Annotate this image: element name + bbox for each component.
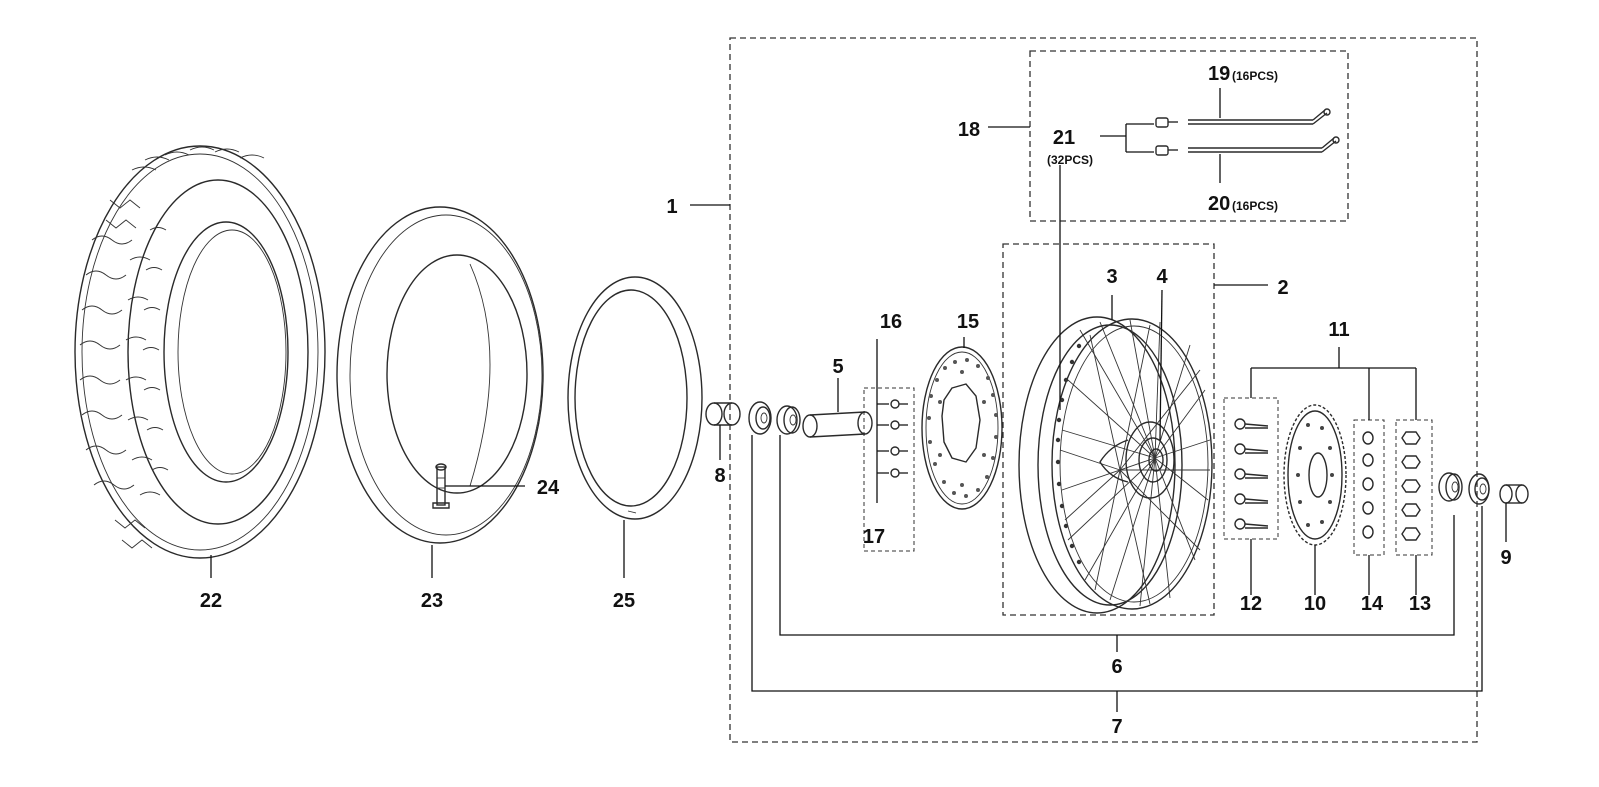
callout-14: 14 <box>1361 593 1384 615</box>
valve-stem-24 <box>432 463 450 509</box>
callout-2: 2 <box>1277 277 1288 299</box>
tire-22 <box>74 145 326 559</box>
callout-10: 10 <box>1304 593 1326 615</box>
rim-assembly-box-2 <box>1002 243 1215 616</box>
callout-24: 24 <box>537 477 560 499</box>
spoke-kit-19-20-21 <box>1155 108 1340 156</box>
callout-16: 16 <box>880 311 902 333</box>
callout-13: 13 <box>1409 593 1431 615</box>
rim-and-hub-3-4 <box>1018 316 1213 614</box>
nuts-14 <box>1362 431 1374 539</box>
oil-seal-left-7 <box>748 401 772 435</box>
screw-group-box-16-17 <box>863 387 915 552</box>
assembly-box-1 <box>729 37 1478 743</box>
callout-21: 21 <box>1053 127 1075 149</box>
nuts-13 <box>1401 431 1421 541</box>
callout-9: 9 <box>1500 547 1511 569</box>
nut-group-box-13 <box>1395 419 1433 556</box>
callout-11: 11 <box>1328 319 1349 341</box>
callout-18: 18 <box>958 119 980 141</box>
callout-3: 3 <box>1106 266 1117 288</box>
spoke-kit-box-18 <box>1029 50 1349 222</box>
disc-screws-16-17 <box>890 399 908 478</box>
spacer-9 <box>1499 484 1529 504</box>
bearing-right-6 <box>1438 472 1463 502</box>
quantity-20: (16PCS) <box>1232 199 1278 213</box>
callout-1: 1 <box>666 196 677 218</box>
rim-strip-25 <box>567 276 703 520</box>
brake-disc-15 <box>921 346 1003 510</box>
bolt-group-box-12 <box>1223 397 1279 540</box>
bearing-left-6 <box>776 405 801 435</box>
sprocket-10 <box>1283 404 1347 546</box>
callout-6: 6 <box>1111 656 1122 678</box>
callout-5: 5 <box>832 356 843 378</box>
sprocket-bolts-12 <box>1234 418 1269 530</box>
inner-tube-23 <box>336 206 544 544</box>
callout-23: 23 <box>421 590 443 612</box>
quantity-21: (32PCS) <box>1047 153 1093 167</box>
callout-8: 8 <box>714 465 725 487</box>
callout-19: 19 <box>1208 63 1230 85</box>
nut-group-box-14 <box>1353 419 1385 556</box>
callout-20: 20 <box>1208 193 1230 215</box>
callout-7: 7 <box>1111 716 1122 738</box>
spacer-8 <box>705 402 741 426</box>
callout-12: 12 <box>1240 593 1262 615</box>
callout-22: 22 <box>200 590 222 612</box>
callout-17: 17 <box>863 526 885 548</box>
callout-25: 25 <box>613 590 635 612</box>
callout-15: 15 <box>957 311 979 333</box>
spacer-tube-5 <box>802 411 873 438</box>
oil-seal-right-7 <box>1468 473 1490 505</box>
callout-4: 4 <box>1156 266 1168 288</box>
leader-lines <box>210 88 1507 712</box>
quantity-19: (16PCS) <box>1232 69 1278 83</box>
